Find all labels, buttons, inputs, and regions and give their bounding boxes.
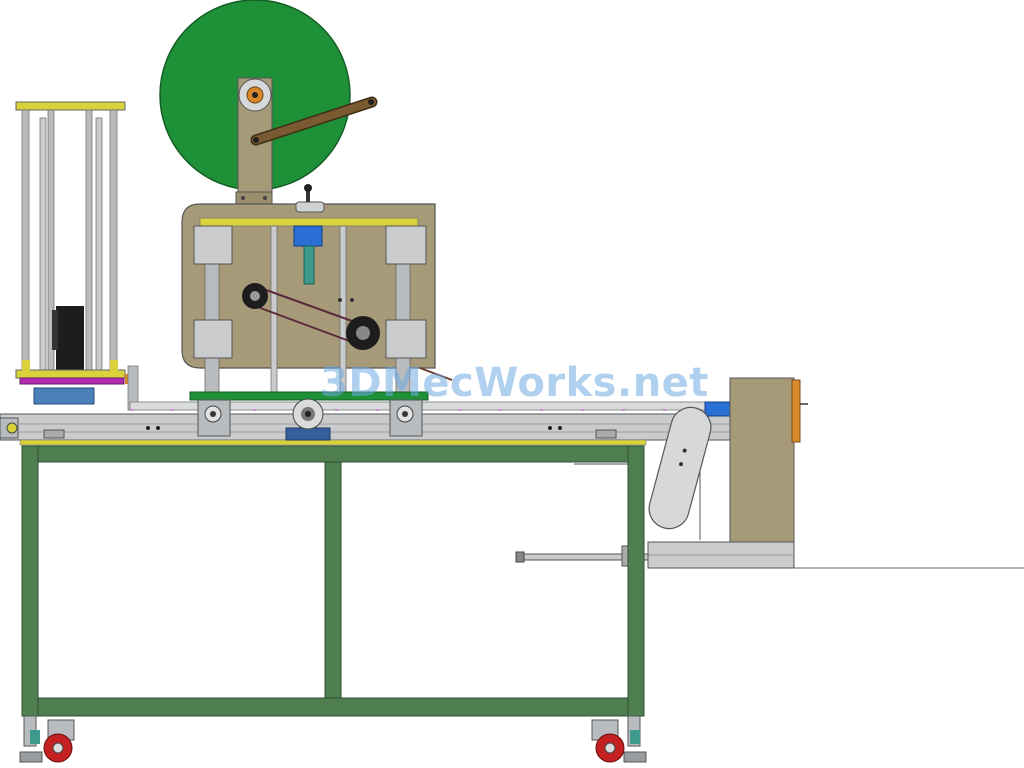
press-paddle: [648, 406, 712, 530]
adjust-knob: [295, 184, 325, 213]
roller-bearing-right: [389, 399, 423, 437]
inner-rod-right: [339, 225, 347, 397]
center-drive-roller: [285, 398, 331, 441]
caster-wheel-left: [19, 715, 75, 763]
caster-wheel-right: [591, 715, 647, 763]
right-feed-unit: [515, 377, 1024, 569]
dispenser-arm: [250, 96, 378, 146]
reel-hub: [238, 78, 272, 112]
stacker-motor: [56, 306, 84, 372]
left-guide-column: [193, 225, 233, 397]
stacker-tower: [15, 101, 139, 411]
table-frame: [21, 445, 645, 717]
inner-rod-left: [270, 225, 278, 397]
roller-bearing-left: [197, 399, 231, 437]
belt-drive: [242, 283, 453, 381]
pneumatic-cylinder: [293, 225, 323, 285]
yellow-top-bar: [199, 217, 419, 227]
